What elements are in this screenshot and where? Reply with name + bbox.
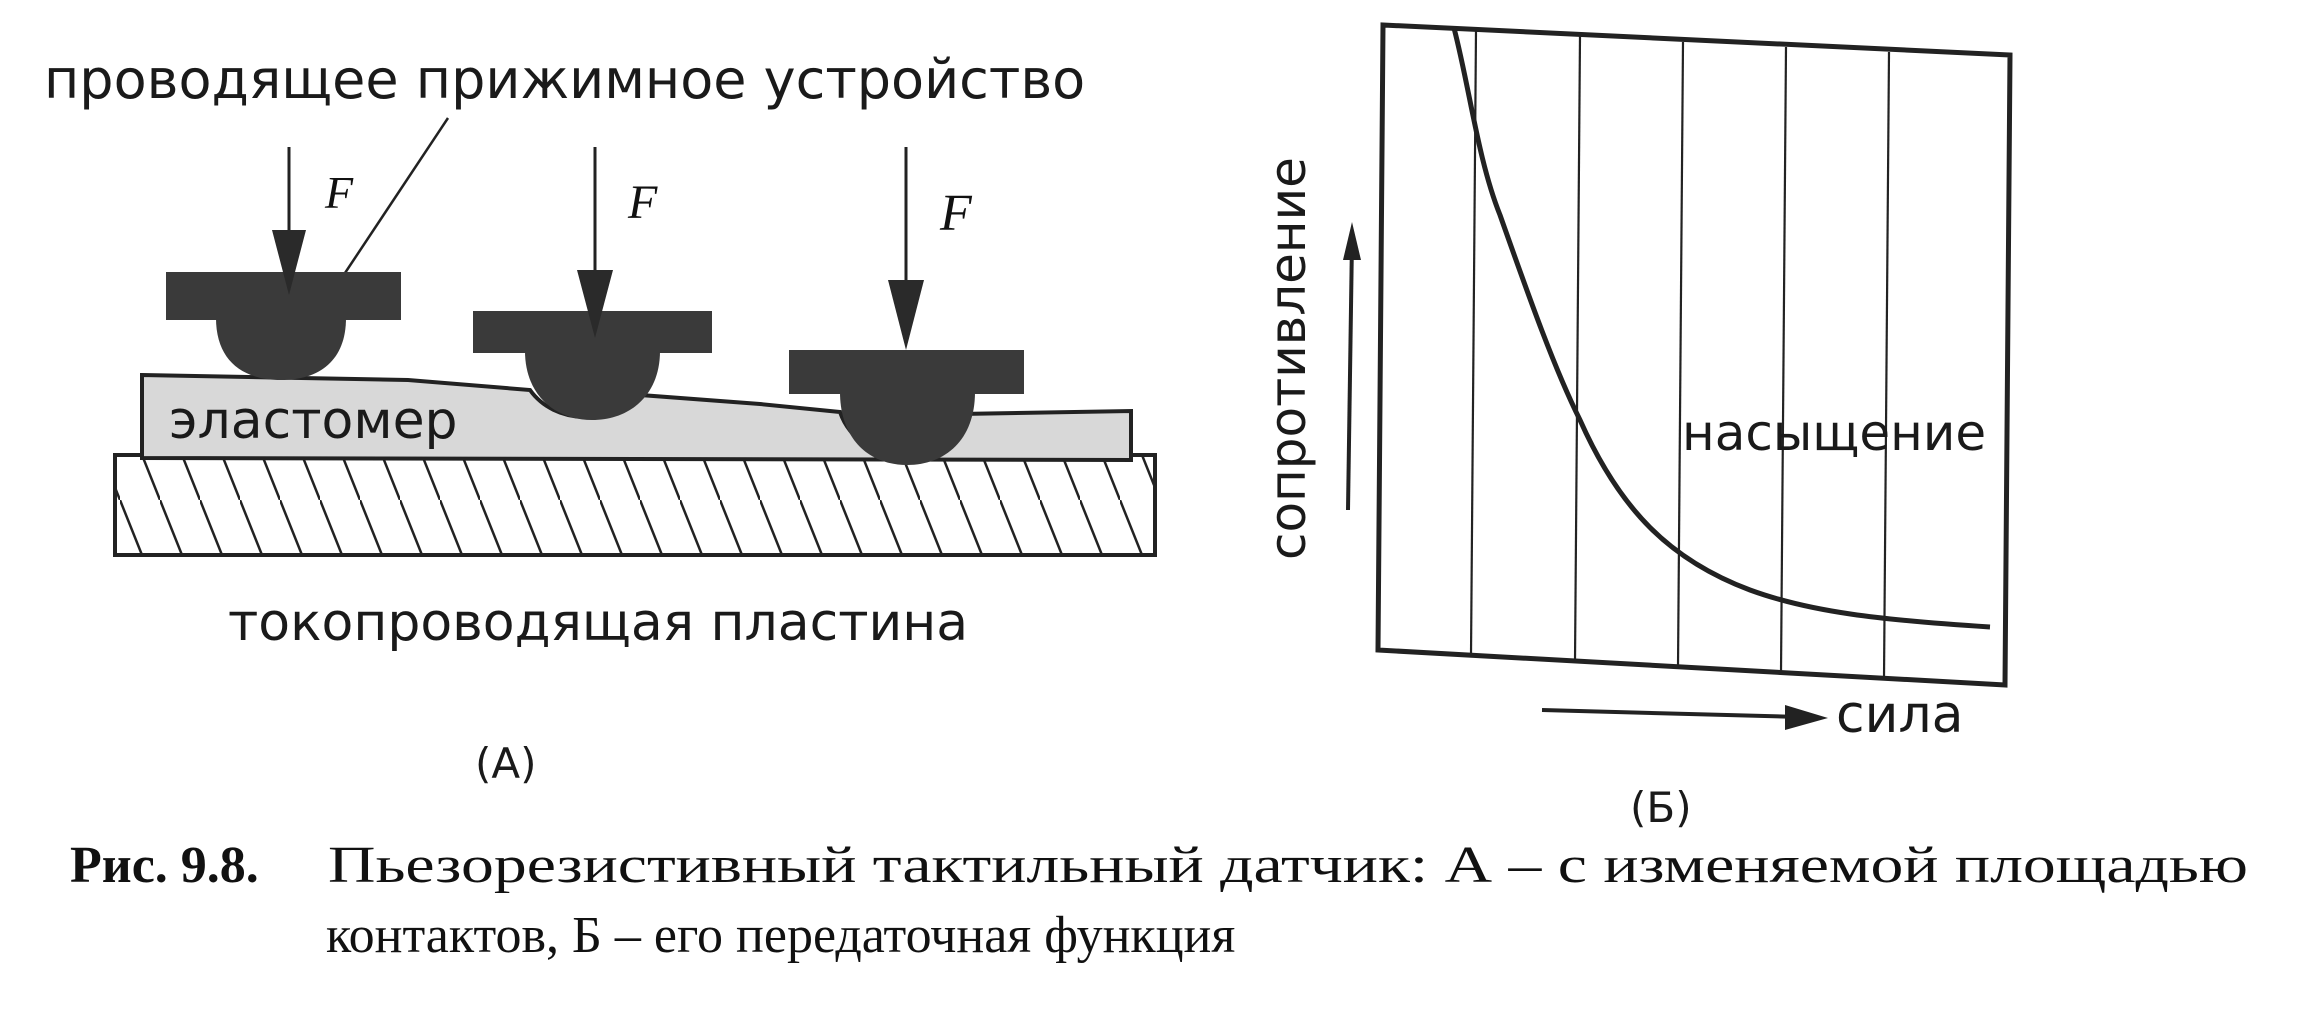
force-arrow-1: F — [272, 147, 354, 295]
leader-line — [339, 117, 450, 280]
y-axis-arrow — [1343, 222, 1361, 511]
force-label-3: F — [939, 185, 973, 242]
panel-b-label: (Б) — [1630, 783, 1692, 832]
plunger-1 — [166, 272, 401, 380]
y-axis-label: сопротивление — [1259, 157, 1317, 560]
panel-a-label: (A) — [475, 739, 537, 788]
panel-a: проводящее прижимное устройство эластоме… — [44, 48, 1157, 788]
plunger-3 — [789, 350, 1024, 465]
saturation-label: насыщение — [1682, 404, 1986, 462]
caption-number: Рис. 9.8. — [70, 837, 259, 894]
x-axis-label: сила — [1836, 685, 1964, 745]
caption-line-2: контактов, Б – его передаточная функция — [326, 907, 1235, 964]
plate-label: токопроводящая пластина — [228, 593, 968, 653]
grid-lines — [1469, 29, 1891, 679]
transfer-curve — [1451, 27, 1991, 630]
x-axis-arrow — [1541, 705, 1828, 730]
force-arrow-2: F — [577, 147, 658, 338]
plot-frame — [1375, 22, 2013, 688]
elastomer-label: эластомер — [169, 391, 458, 451]
force-label-1: F — [324, 167, 354, 218]
panel-b: насыщение сопротивление сила (Б) — [1259, 22, 2013, 832]
caption-line-1: Пьезорезистивный тактильный датчик: А – … — [328, 837, 2248, 894]
figure-caption: Рис. 9.8. Пьезорезистивный тактильный да… — [70, 837, 2248, 964]
device-label: проводящее прижимное устройство — [44, 48, 1085, 111]
conductive-plate — [113, 453, 1157, 557]
force-arrow-3: F — [888, 147, 973, 350]
force-label-2: F — [627, 176, 658, 229]
